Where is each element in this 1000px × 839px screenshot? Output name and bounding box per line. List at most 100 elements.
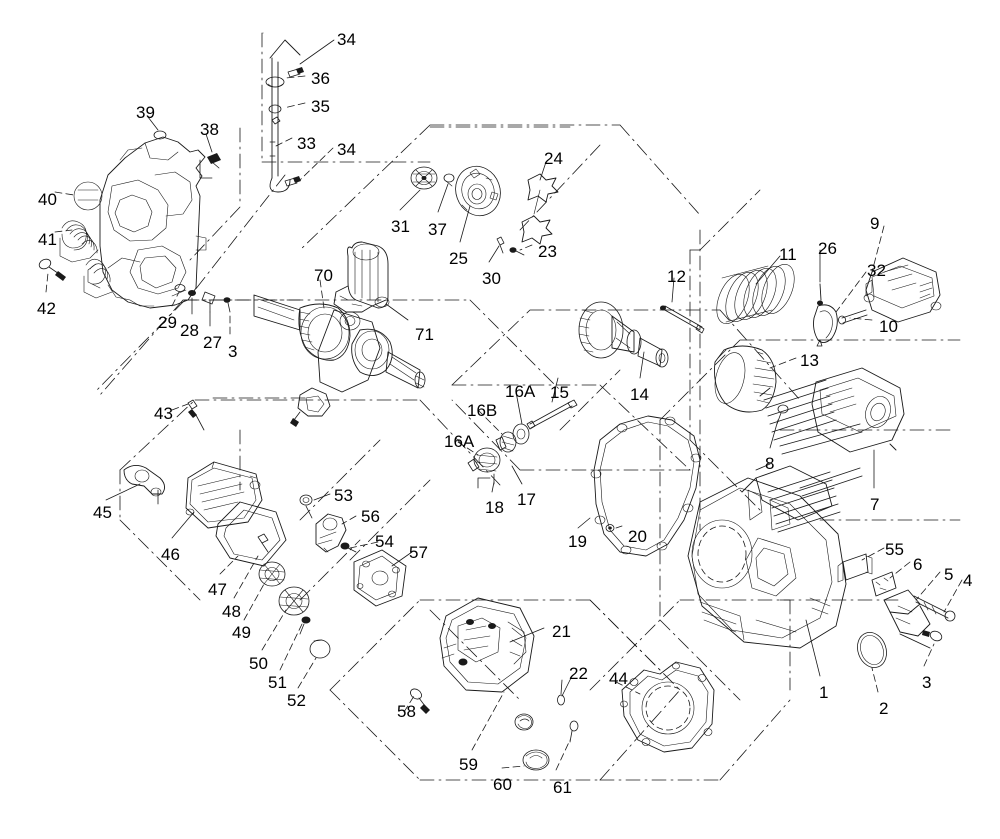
callout-6: 6: [913, 555, 923, 574]
callout-30: 30: [482, 269, 501, 288]
callout-16b: 16B: [467, 401, 498, 420]
callout-16a-top: 16A: [505, 382, 536, 401]
part-38-plug: [207, 153, 221, 169]
part-13-piston: [714, 345, 777, 413]
callout-49: 49: [232, 623, 251, 642]
callout-34-lower: 34: [337, 140, 356, 159]
leader-lines: [45, 39, 963, 771]
callout-41: 41: [38, 230, 57, 249]
callout-36: 36: [311, 69, 330, 88]
part-42-bolt: [38, 258, 66, 281]
part-47-gasket: [215, 501, 287, 567]
callout-43: 43: [154, 404, 173, 423]
callout-11: 11: [779, 245, 797, 264]
callout-52: 52: [287, 691, 306, 710]
piston-assembly: [714, 264, 795, 425]
callout-9: 9: [870, 214, 880, 233]
callout-60: 60: [493, 775, 512, 794]
callout-21: 21: [552, 622, 571, 641]
callout-46: 46: [161, 545, 180, 564]
dipstick-tube-assembly: [265, 39, 304, 193]
callout-55: 55: [885, 540, 904, 559]
part-71-connecting-rod: [333, 241, 390, 313]
callout-24: 24: [544, 149, 563, 168]
callout-56: 56: [361, 507, 380, 526]
callout-27: 27: [203, 333, 222, 352]
part-58-bolt: [410, 688, 430, 714]
callout-71: 71: [415, 325, 434, 344]
callout-26: 26: [818, 239, 837, 258]
main-crankcase: [687, 463, 887, 668]
callout-14: 14: [630, 385, 649, 404]
rocker-cover-right: [813, 257, 942, 347]
callout-40: 40: [38, 190, 57, 209]
part-56-lever: [315, 513, 347, 553]
lever-plate-group: [299, 494, 407, 607]
camshaft-assembly: [526, 301, 705, 430]
callout-18: 18: [485, 498, 504, 517]
callout-1: 1: [819, 683, 829, 702]
callout-38: 38: [200, 120, 219, 139]
callout-50: 50: [249, 654, 268, 673]
part-49-gear: [258, 561, 286, 587]
callout-48: 48: [222, 602, 241, 621]
rod-cap: [290, 387, 331, 427]
flange-gasket: [620, 661, 715, 753]
callout-61: 61: [553, 778, 572, 797]
crankshaft-assembly: [253, 241, 426, 427]
callout-47: 47: [208, 580, 227, 599]
gasket-bolt-holes: [590, 416, 702, 555]
crankcase-rib-texture: [59, 220, 113, 299]
callout-12: 12: [667, 267, 686, 286]
oil-pump-assembly: [410, 165, 559, 256]
part-34-bolt-lower: [284, 176, 301, 187]
callout-57: 57: [409, 543, 428, 562]
callout-35: 35: [311, 97, 330, 116]
cylinder-head-right: [759, 367, 905, 455]
callout-54: 54: [375, 532, 394, 551]
callout-39: 39: [136, 103, 155, 122]
callout-32: 32: [867, 261, 886, 280]
group-boundaries: [94, 32, 961, 781]
callout-3-left: 3: [228, 342, 238, 361]
callout-70: 70: [314, 266, 333, 285]
part-57-plate: [353, 549, 407, 607]
callout-37: 37: [428, 220, 447, 239]
callout-8: 8: [765, 454, 775, 473]
callout-4: 4: [963, 571, 973, 590]
callout-45: 45: [93, 503, 112, 522]
callout-22: 22: [569, 664, 588, 683]
callout-2: 2: [879, 699, 889, 718]
callout-20: 20: [628, 527, 647, 546]
callout-34-upper: 34: [337, 30, 356, 49]
crank-gear-teeth: [298, 306, 350, 360]
callout-10: 10: [879, 317, 898, 336]
callout-25: 25: [449, 249, 468, 268]
callout-29: 29: [158, 313, 177, 332]
callout-7: 7: [870, 495, 880, 514]
callout-13: 13: [800, 351, 819, 370]
callout-31: 31: [391, 217, 410, 236]
valve-lifter-assembly: [467, 423, 530, 489]
part-45-bracket: [123, 465, 165, 505]
callout-19: 19: [568, 532, 587, 551]
callout-33: 33: [297, 134, 316, 153]
callout-16a-left: 16A: [444, 432, 475, 451]
callout-58: 58: [397, 702, 416, 721]
callout-3-right: 3: [922, 673, 932, 692]
part-34-bolt-upper: [287, 67, 304, 78]
callout-42: 42: [37, 299, 56, 318]
callout-53: 53: [334, 486, 353, 505]
rocker-cover-left-group: [123, 399, 331, 659]
callout-23: 23: [538, 242, 557, 261]
callout-15: 15: [550, 383, 569, 402]
callout-28: 28: [180, 321, 199, 340]
part-46-cover: [185, 461, 263, 529]
right-bracket-group: [837, 553, 956, 649]
callout-51: 51: [268, 673, 287, 692]
crankcase-gasket: [590, 415, 702, 557]
part-24-clip: [521, 173, 559, 245]
left-crankcase-assembly: [38, 130, 231, 313]
